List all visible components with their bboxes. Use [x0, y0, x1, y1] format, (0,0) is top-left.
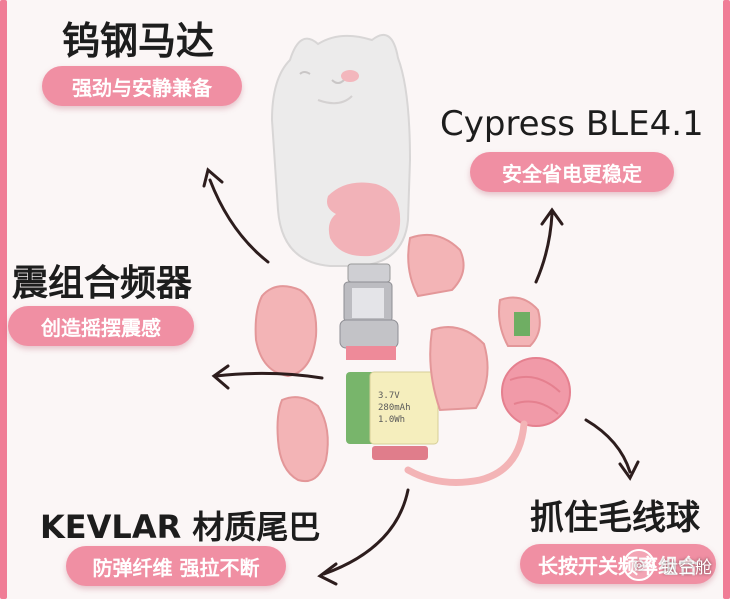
left-shell-upper — [254, 285, 318, 378]
feature-subtitle-ble: 安全省电更稳定 — [470, 152, 674, 192]
feature-title-vibration: 震组合频器 — [12, 263, 193, 304]
frame-left — [0, 0, 7, 599]
frame-right — [723, 0, 730, 599]
feature-subtitle-vibration: 创造摇摆震感 — [8, 306, 194, 346]
feature-title-kevlar: KEVLAR 材质尾巴 — [40, 508, 321, 546]
feature-subtitle-kevlar: 防弹纤维 强拉不断 — [66, 546, 286, 586]
watermark: ◎ 钛空舱 — [623, 549, 712, 581]
battery-energy: 1.0Wh — [378, 415, 405, 425]
feature-title-yarn-ball: 抓住毛线球 — [530, 498, 700, 538]
battery-voltage: 3.7V — [378, 391, 400, 401]
feature-title-motor: 钨钢马达 — [62, 19, 215, 63]
motor-cylinder — [339, 263, 399, 360]
wechat-icon: ◎ — [623, 549, 655, 581]
feature-subtitle-yarn-ball: 长按开关频率组合 — [520, 544, 716, 584]
left-shell-lower — [276, 396, 329, 482]
battery-capacity: 280mAh — [378, 403, 411, 413]
watermark-text: 钛空舱 — [661, 557, 712, 578]
kevlar-tail — [404, 420, 528, 486]
battery: 3.7V 280mAh 1.0Wh — [346, 371, 439, 460]
feature-title-ble: Cypress BLE4.1 — [440, 104, 704, 144]
right-shell-top — [407, 234, 465, 298]
feature-subtitle-motor: 强劲与安静兼备 — [42, 66, 242, 106]
right-shell-middle — [429, 326, 489, 412]
cat-body-shell — [270, 34, 412, 267]
